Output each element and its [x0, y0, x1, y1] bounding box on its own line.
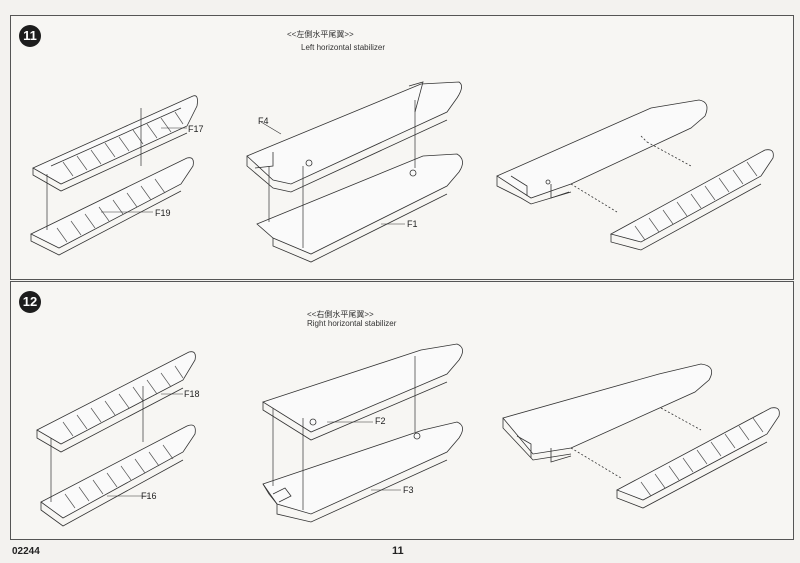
product-code: 02244 — [12, 546, 40, 557]
stabilizer-lower-part — [262, 421, 463, 523]
part-label-f18: F18 — [184, 389, 200, 399]
stabilizer-upper-part — [262, 343, 463, 441]
part-label-f19: F19 — [155, 208, 171, 218]
step-number-badge: 12 — [19, 291, 41, 313]
part-label-f3: F3 — [403, 485, 414, 495]
assembled-stabilizer — [496, 99, 774, 251]
step-11-drawing — [30, 81, 774, 263]
part-label-f16: F16 — [141, 491, 157, 501]
part-label-f1: F1 — [407, 219, 418, 229]
step-number-badge: 11 — [19, 25, 41, 47]
part-label-f4: F4 — [258, 116, 269, 126]
page-number: 11 — [392, 545, 404, 557]
caption-chinese: <<右側水平尾翼>> — [307, 310, 374, 319]
step-11-panel: 11 <<左側水平尾翼>> Left horizontal stabilizer — [10, 15, 794, 280]
part-label-f17: F17 — [188, 124, 204, 134]
stabilizer-lower-part — [256, 153, 463, 263]
elevator-lower-part — [40, 424, 196, 527]
elevator-lower-part — [30, 157, 194, 256]
step-12-panel: 12 <<右側水平尾翼>> Right horizontal stabilize… — [10, 281, 794, 540]
elevator-upper-part — [36, 351, 196, 453]
step-12-drawing — [36, 343, 780, 527]
caption-english: Left horizontal stabilizer — [301, 43, 386, 52]
caption-chinese: <<左側水平尾翼>> — [287, 30, 354, 39]
stabilizer-upper-part — [246, 81, 462, 193]
assembled-stabilizer — [502, 363, 780, 509]
part-label-f2: F2 — [375, 416, 386, 426]
caption-english: Right horizontal stabilizer — [307, 319, 397, 328]
